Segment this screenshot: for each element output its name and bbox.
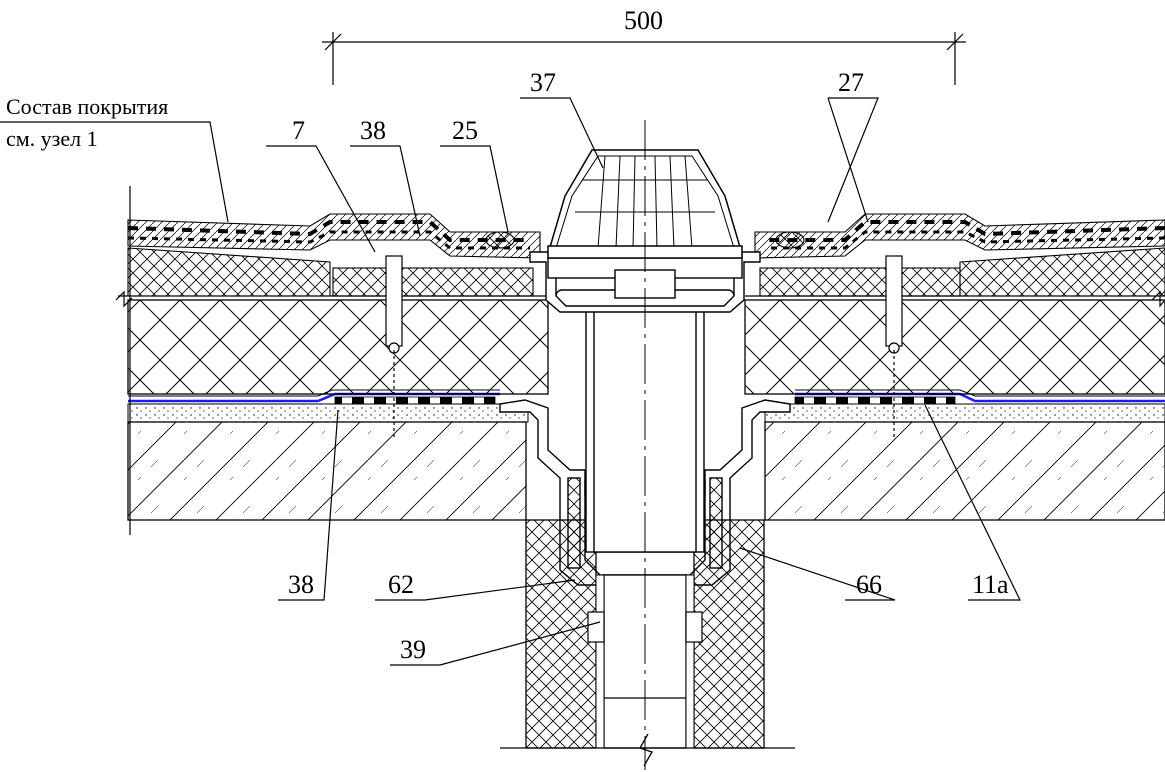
callout-39: 39 bbox=[400, 635, 426, 664]
center-line bbox=[639, 120, 653, 770]
screed-layer bbox=[127, 403, 1165, 423]
drain-pipe-lower bbox=[500, 519, 795, 749]
dimension-label-500: 500 bbox=[624, 6, 663, 35]
callout-66: 66 bbox=[856, 570, 882, 599]
slope-insulation bbox=[118, 247, 1165, 297]
callout-62: 62 bbox=[388, 570, 414, 599]
callout-11a: 11а bbox=[972, 570, 1009, 599]
roofing-membrane-left bbox=[127, 213, 541, 259]
leader-lines bbox=[0, 97, 1021, 666]
fastener-right bbox=[885, 255, 903, 440]
callout-38-bottom: 38 bbox=[288, 570, 314, 599]
break-marks bbox=[115, 186, 1165, 535]
callout-25: 25 bbox=[452, 116, 478, 145]
callout-38-top: 38 bbox=[360, 116, 386, 145]
roofing-membrane-right bbox=[754, 213, 1165, 259]
callout-37: 37 bbox=[530, 68, 556, 97]
note-line-2: см. узел 1 bbox=[6, 126, 98, 151]
fastener-left bbox=[385, 255, 403, 440]
dimension-line bbox=[322, 32, 966, 85]
callout-7: 7 bbox=[292, 116, 305, 145]
note-line-1: Состав покрытия bbox=[6, 94, 169, 119]
thermal-insulation bbox=[127, 299, 1165, 395]
callout-27: 27 bbox=[838, 68, 864, 97]
concrete-slab bbox=[127, 421, 1165, 521]
